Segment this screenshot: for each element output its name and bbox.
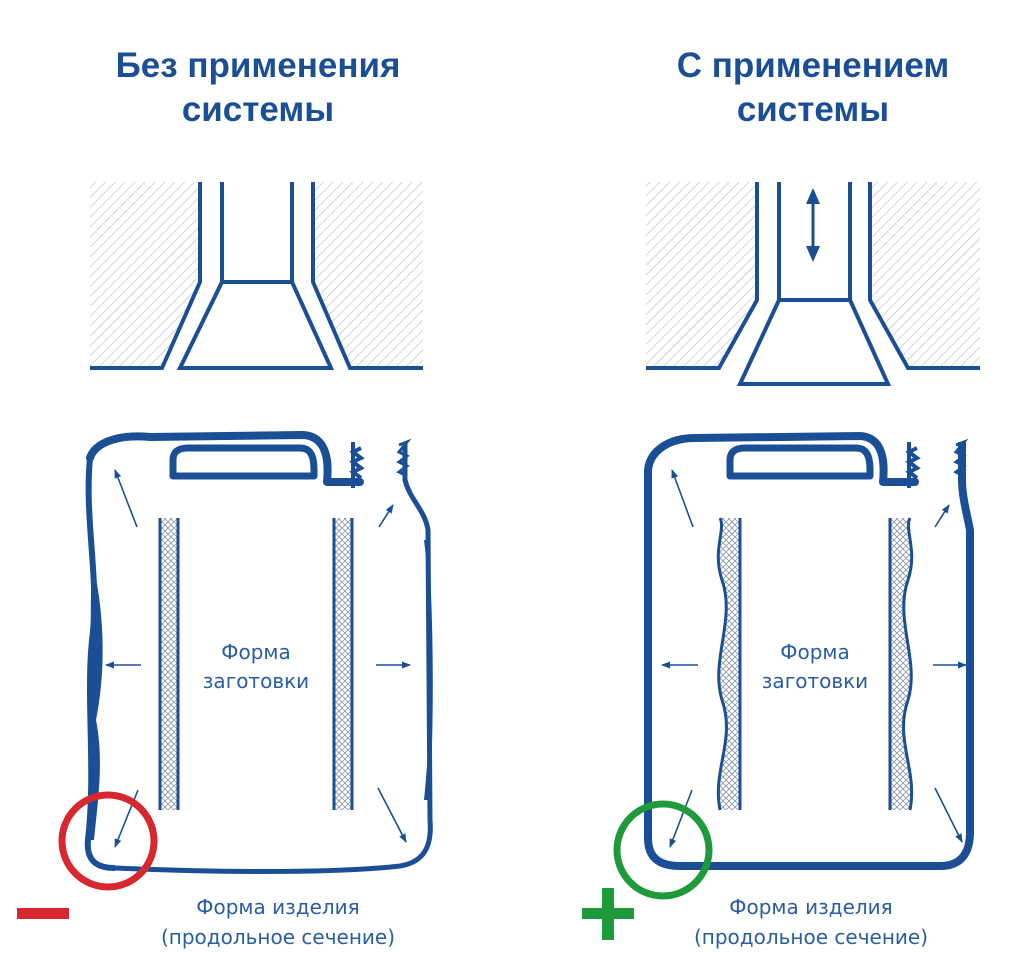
title-with-system-line1: С применением bbox=[676, 46, 950, 85]
left-preform-label-line1: Форма bbox=[221, 640, 291, 664]
right-preform-label-line2: заготовки bbox=[762, 669, 868, 693]
right-preform-label-line1: Форма bbox=[780, 640, 850, 664]
right-canister bbox=[644, 432, 974, 870]
caption-left: Форма изделия (продольное сечение) bbox=[118, 892, 438, 952]
title-without-system: Без применения системы bbox=[48, 44, 468, 132]
caption-left-line2: (продольное сечение) bbox=[160, 925, 396, 949]
plus-icon bbox=[582, 888, 634, 940]
caption-left-line1: Форма изделия bbox=[196, 895, 360, 919]
right-preform bbox=[716, 517, 914, 811]
left-preform-label-line2: заготовки bbox=[203, 669, 309, 693]
left-corner-highlight-circle bbox=[58, 791, 158, 891]
caption-right-line1: Форма изделия bbox=[729, 895, 893, 919]
left-preform bbox=[158, 518, 354, 810]
title-with-system: С применением системы bbox=[603, 44, 1019, 132]
caption-right: Форма изделия (продольное сечение) bbox=[651, 892, 971, 952]
right-mold-head bbox=[646, 182, 980, 386]
left-canister bbox=[84, 431, 433, 874]
caption-right-line2: (продольное сечение) bbox=[693, 925, 929, 949]
left-mold-head bbox=[90, 182, 423, 370]
title-without-system-line2: системы bbox=[181, 90, 335, 129]
up-arrow-icon bbox=[806, 188, 820, 204]
down-arrow-icon bbox=[806, 246, 820, 262]
minus-icon bbox=[17, 908, 69, 919]
title-without-system-line1: Без применения bbox=[115, 46, 401, 85]
right-expansion-arrows bbox=[661, 469, 967, 848]
title-with-system-line2: системы bbox=[736, 90, 890, 129]
right-corner-highlight-circle bbox=[613, 800, 713, 900]
